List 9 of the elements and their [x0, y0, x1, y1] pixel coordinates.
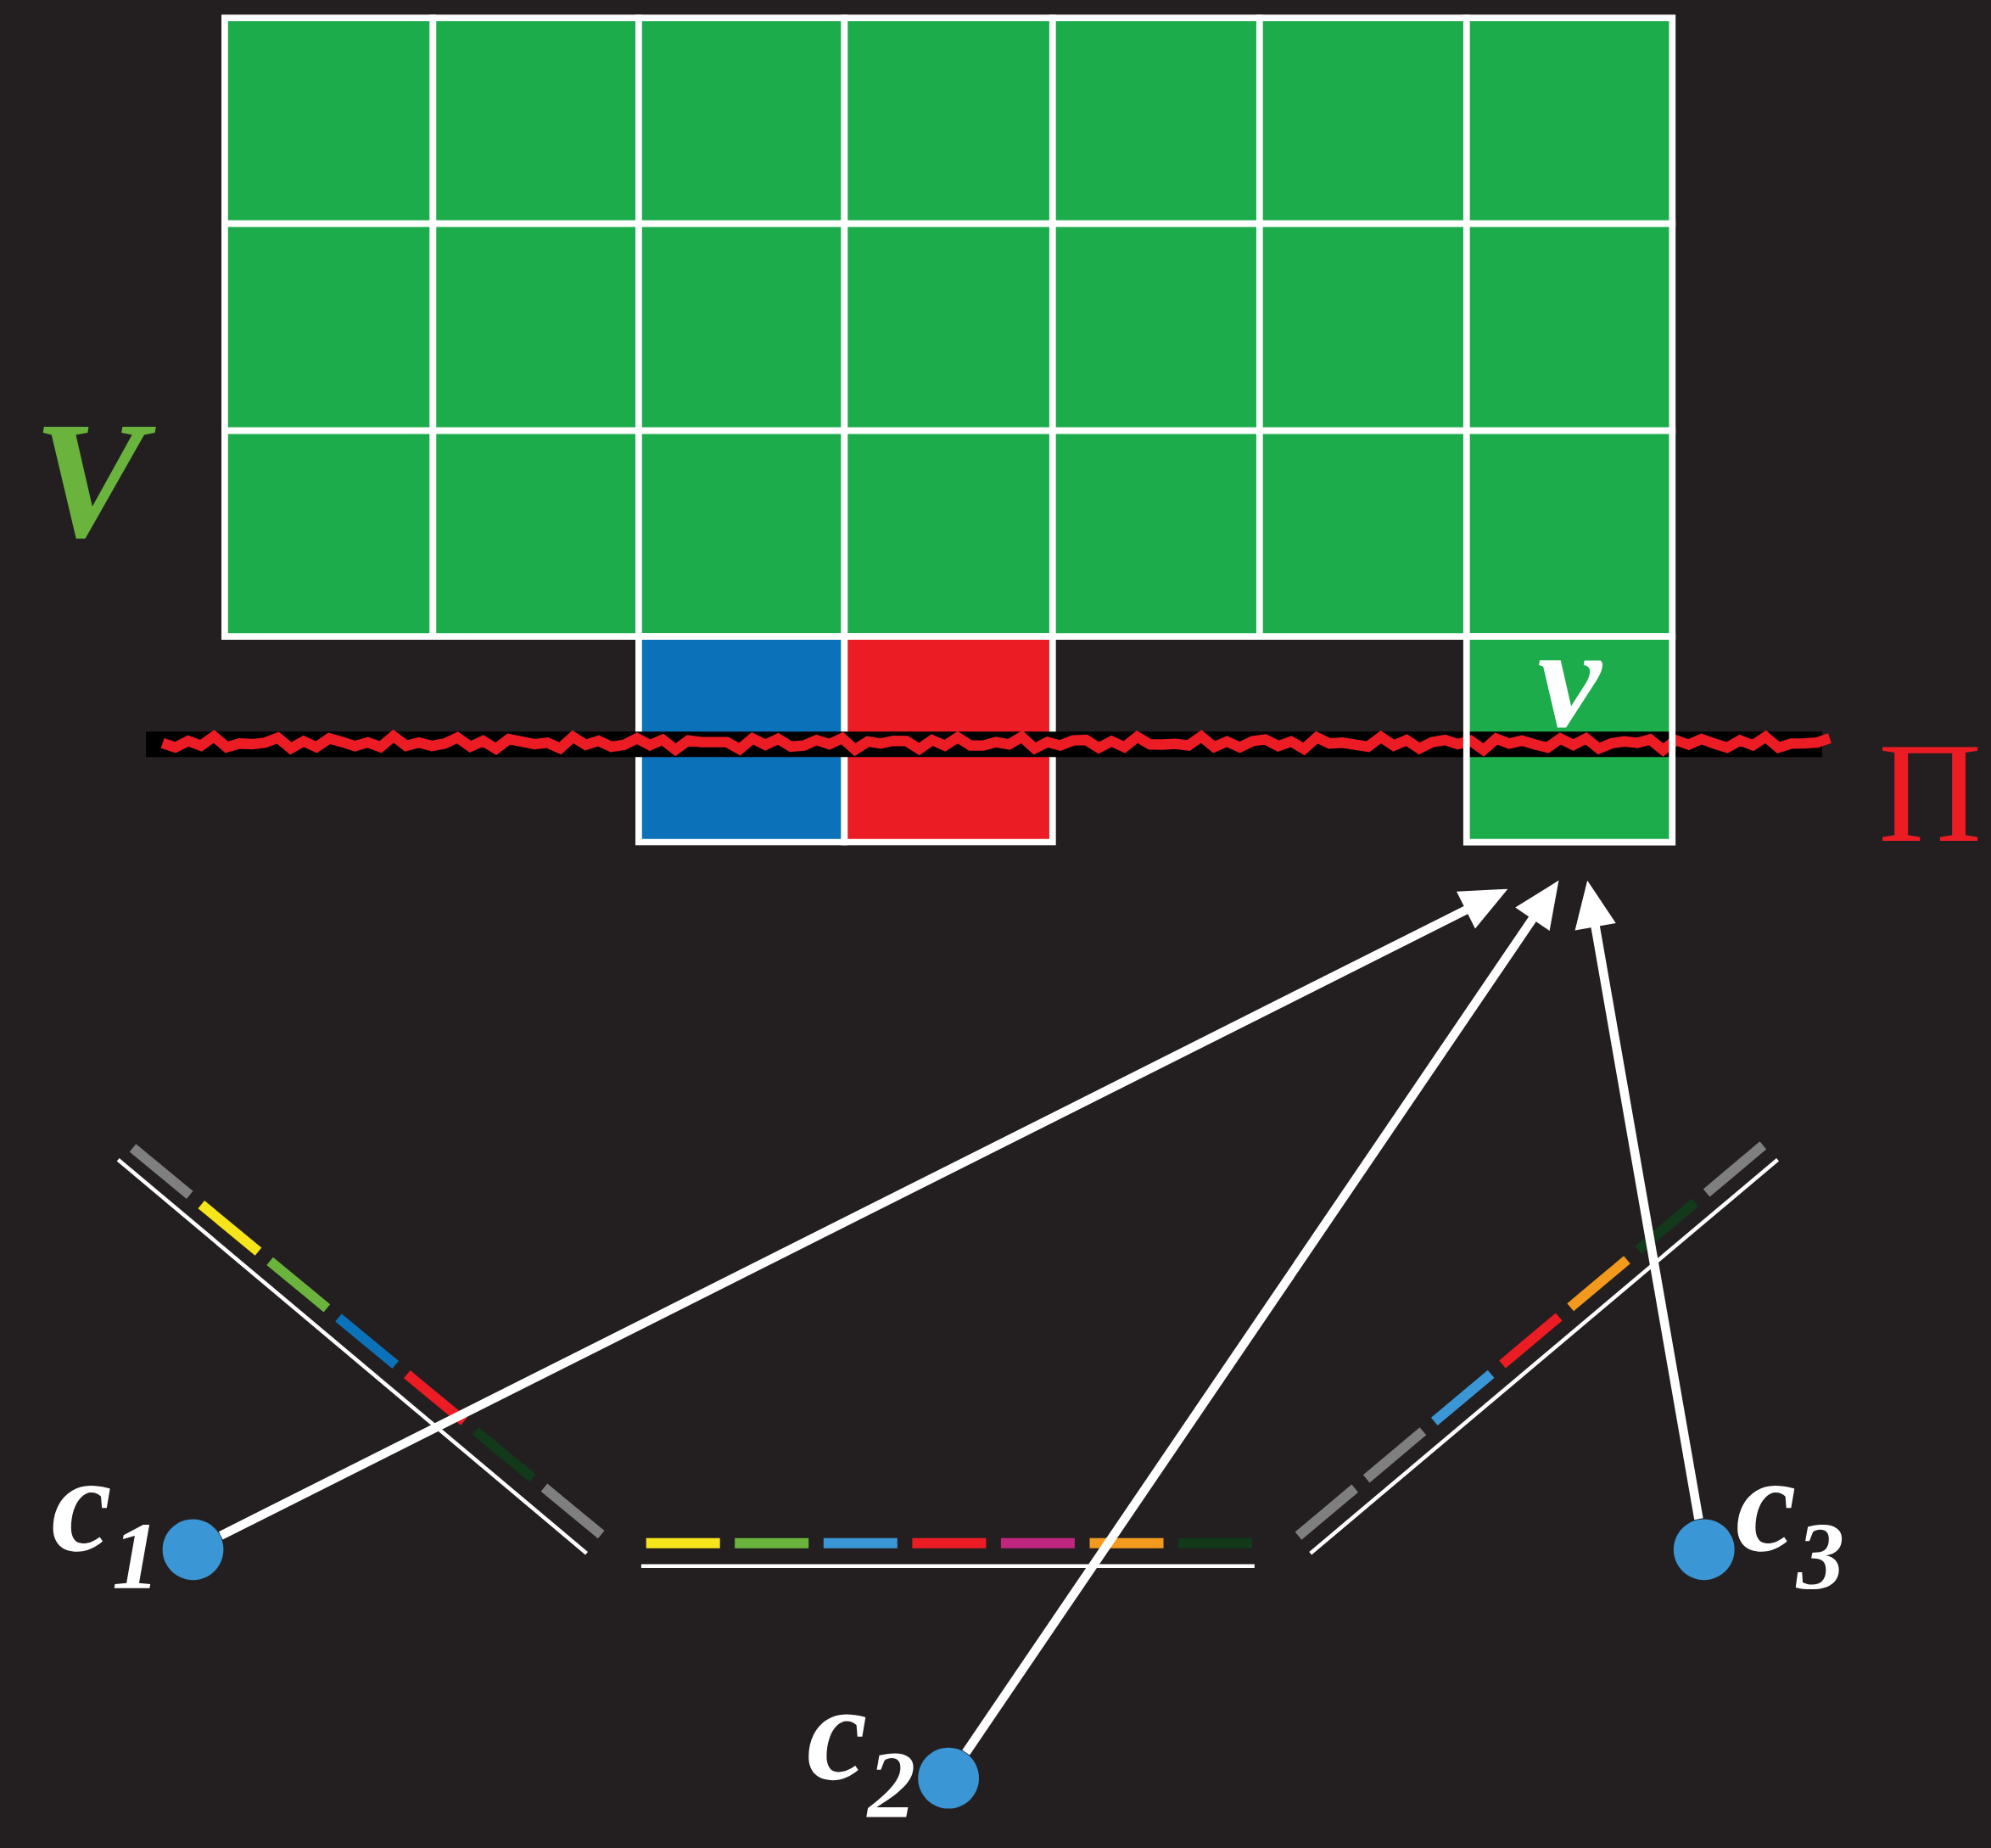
- camera-dot: [162, 1519, 224, 1581]
- camera-label: c$_{3}$: [1737, 1486, 1843, 1590]
- axis-label: V: [42, 426, 156, 539]
- axis-label: Π: [1882, 747, 1978, 841]
- camera-dot: [918, 1747, 979, 1809]
- camera-dot: [1673, 1519, 1735, 1581]
- cell-box: v: [1462, 633, 1676, 846]
- camera-label: c$_{1}$: [53, 1486, 151, 1588]
- camera-label: c$_{2}$: [808, 1714, 914, 1817]
